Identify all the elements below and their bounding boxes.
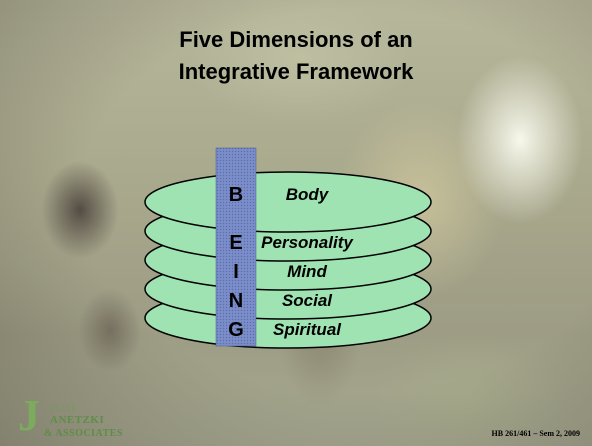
disk-label-personality: Personality [261, 233, 354, 252]
being-letter-g: G [228, 319, 244, 341]
slide-title: Five Dimensions of an Integrative Framew… [0, 24, 592, 88]
janetzki-logo: J ELLIE ANETZKI & ASSOCIATES [14, 394, 164, 440]
being-vertical-bar [215, 147, 257, 347]
logo-small-text: ELLIE [50, 404, 78, 413]
logo-name: ANETZKI [50, 414, 105, 426]
being-letter-e: E [229, 232, 242, 254]
logo-mark: J [18, 391, 40, 440]
being-letter-i: I [233, 261, 239, 283]
title-line-2: Integrative Framework [178, 59, 414, 84]
disk-labels: G Spiritual N Social I Mind E Personality B Body [228, 184, 354, 341]
disk-label-mind: Mind [287, 262, 327, 281]
title-line-1: Five Dimensions of an [179, 27, 413, 52]
being-letter-b: B [229, 184, 243, 206]
logo-associates: & ASSOCIATES [44, 428, 123, 439]
disk-label-spiritual: Spiritual [273, 320, 342, 339]
disk-label-body: Body [286, 185, 330, 204]
being-letter-n: N [229, 290, 243, 312]
disk-label-social: Social [282, 291, 333, 310]
footer-course-label: HB 261/461 – Sem 2, 2009 [491, 429, 580, 438]
